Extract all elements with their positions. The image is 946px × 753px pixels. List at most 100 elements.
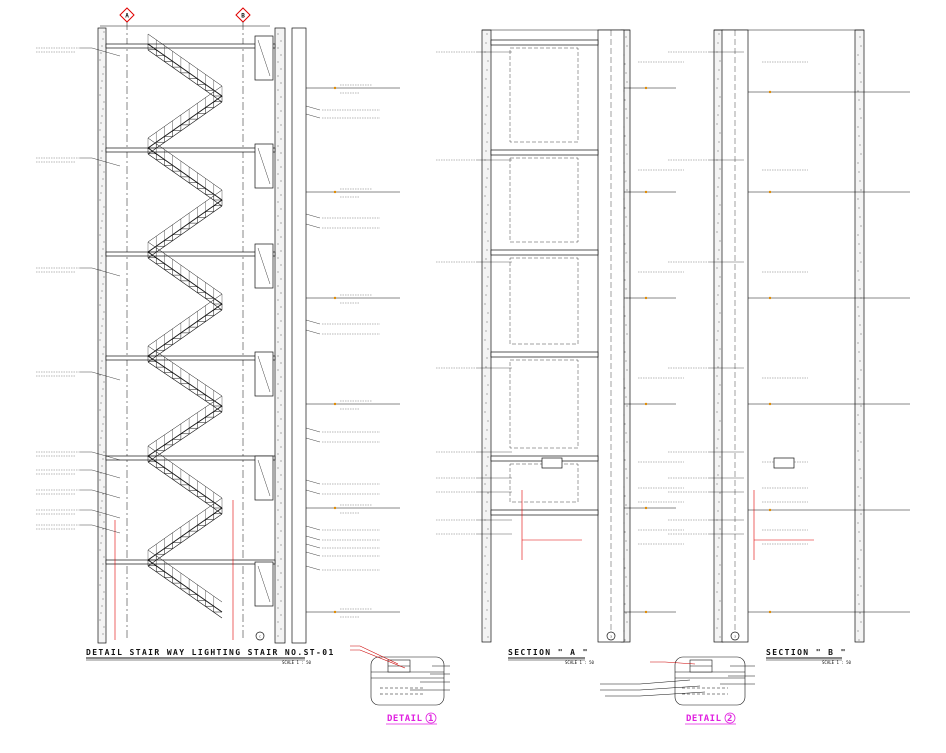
wall-hatch-dot — [277, 355, 279, 357]
wall-hatch-dot — [101, 535, 103, 537]
wall-hatch-dot — [719, 168, 721, 170]
wall-hatch-dot — [624, 315, 626, 317]
leader-line — [80, 524, 121, 534]
wall-hatch-dot — [624, 531, 626, 533]
wall-hatch-dot — [101, 465, 103, 467]
detail-1-number: 1 — [428, 714, 434, 724]
landing-slab — [105, 43, 276, 49]
stair-step — [164, 159, 173, 166]
wall-hatch-dot — [99, 199, 101, 201]
wall-hatch-dot — [626, 621, 628, 623]
wall-hatch-dot — [487, 240, 489, 242]
door-swing — [257, 565, 271, 603]
wall-hatch-dot — [101, 570, 103, 572]
wall-hatch-dot — [486, 573, 488, 575]
wall-hatch-dot — [487, 348, 489, 350]
wall-hatch-dot — [280, 502, 282, 504]
stair-flight-stringer — [147, 355, 223, 407]
wall-hatch-dot — [716, 555, 718, 557]
level-marker — [768, 190, 772, 194]
detail-1-drawing: DETAIL 1 — [350, 645, 450, 725]
wall-hatch-dot — [716, 627, 718, 629]
stair-step — [164, 467, 173, 474]
stair-step — [164, 439, 173, 446]
wall-hatch-dot — [717, 294, 719, 296]
wall-hatch-dot — [487, 204, 489, 206]
wall-hatch-dot — [485, 186, 487, 188]
wall-hatch-dot — [859, 180, 861, 182]
wall-hatch-dot — [280, 390, 282, 392]
section-marker-label: 3 — [734, 635, 736, 639]
wall-hatch-dot — [99, 479, 101, 481]
wall-hatch-dot — [857, 306, 859, 308]
wall-hatch-dot — [100, 437, 102, 439]
wall-hatch-dot — [718, 429, 720, 431]
detail-2-number: 2 — [727, 714, 733, 724]
stair-step — [188, 72, 198, 79]
wall-hatch-dot — [719, 312, 721, 314]
stair-step — [164, 263, 173, 270]
level-marker — [768, 90, 772, 94]
wall-hatch-dot — [101, 605, 103, 607]
stair-step — [156, 444, 165, 451]
handrail-line — [147, 33, 223, 87]
wall-hatch-dot — [717, 582, 719, 584]
wall-hatch-dot — [277, 593, 279, 595]
section-b-title: SECTION " B " — [766, 648, 847, 657]
wall-hatch-dot — [486, 285, 488, 287]
level-marker — [333, 610, 337, 614]
wall-hatch-dot — [857, 450, 859, 452]
wall-hatch-dot — [716, 303, 718, 305]
wall-hatch-dot — [277, 565, 279, 567]
section-bay-outline — [509, 157, 579, 243]
wall-hatch-dot — [859, 432, 861, 434]
wall-hatch-dot — [485, 474, 487, 476]
wall-hatch-dot — [280, 586, 282, 588]
section-slab — [490, 351, 599, 358]
wall-hatch-dot — [625, 360, 627, 362]
wall-hatch-dot — [280, 306, 282, 308]
wall-hatch-dot — [626, 117, 628, 119]
wall-hatch-dot — [859, 468, 861, 470]
wall-hatch-dot — [102, 108, 104, 110]
section-b-title-block: SECTION " B " SCALE 1 : 50 — [766, 648, 851, 665]
wall-hatch-dot — [277, 201, 279, 203]
stair-step — [164, 542, 173, 549]
wall-hatch-dot — [858, 99, 860, 101]
wall-hatch-dot — [101, 150, 103, 152]
wall-hatch-dot — [487, 600, 489, 602]
wall-hatch-dot — [486, 177, 488, 179]
wall-hatch-dot — [277, 607, 279, 609]
wall-hatch-dot — [717, 114, 719, 116]
wall-hatch-dot — [101, 395, 103, 397]
stair-step — [197, 286, 206, 293]
wall-hatch-dot — [102, 633, 104, 635]
stair-step — [172, 269, 181, 276]
stair-step — [189, 422, 198, 429]
section-slab — [490, 149, 599, 156]
stair-flight-stringer — [147, 49, 223, 103]
wall-hatch-dot — [719, 132, 721, 134]
wall-hatch-dot — [280, 264, 282, 266]
level-marker — [333, 190, 337, 194]
stair-flight-stringer — [147, 257, 223, 311]
wall-hatch-dot — [484, 555, 486, 557]
stair-step — [197, 78, 206, 85]
wall-hatch-dot — [625, 216, 627, 218]
wall-hatch-dot — [487, 420, 489, 422]
wall-hatch-dot — [100, 402, 102, 404]
wall-hatch-dot — [625, 504, 627, 506]
stair-step — [180, 67, 190, 74]
detail-2-label: DETAIL — [686, 714, 722, 724]
wall-hatch-dot — [100, 192, 102, 194]
leader-line — [305, 105, 321, 111]
wall-hatch-dot — [99, 514, 101, 516]
wall-hatch-dot — [280, 124, 282, 126]
wall-hatch-dot — [487, 456, 489, 458]
stair-step — [189, 525, 198, 532]
wall-hatch-dot — [280, 516, 282, 518]
wall-hatch-dot — [486, 141, 488, 143]
wall-hatch-dot — [102, 353, 104, 355]
wall-hatch-dot — [486, 357, 488, 359]
wall-hatch-dot — [277, 313, 279, 315]
